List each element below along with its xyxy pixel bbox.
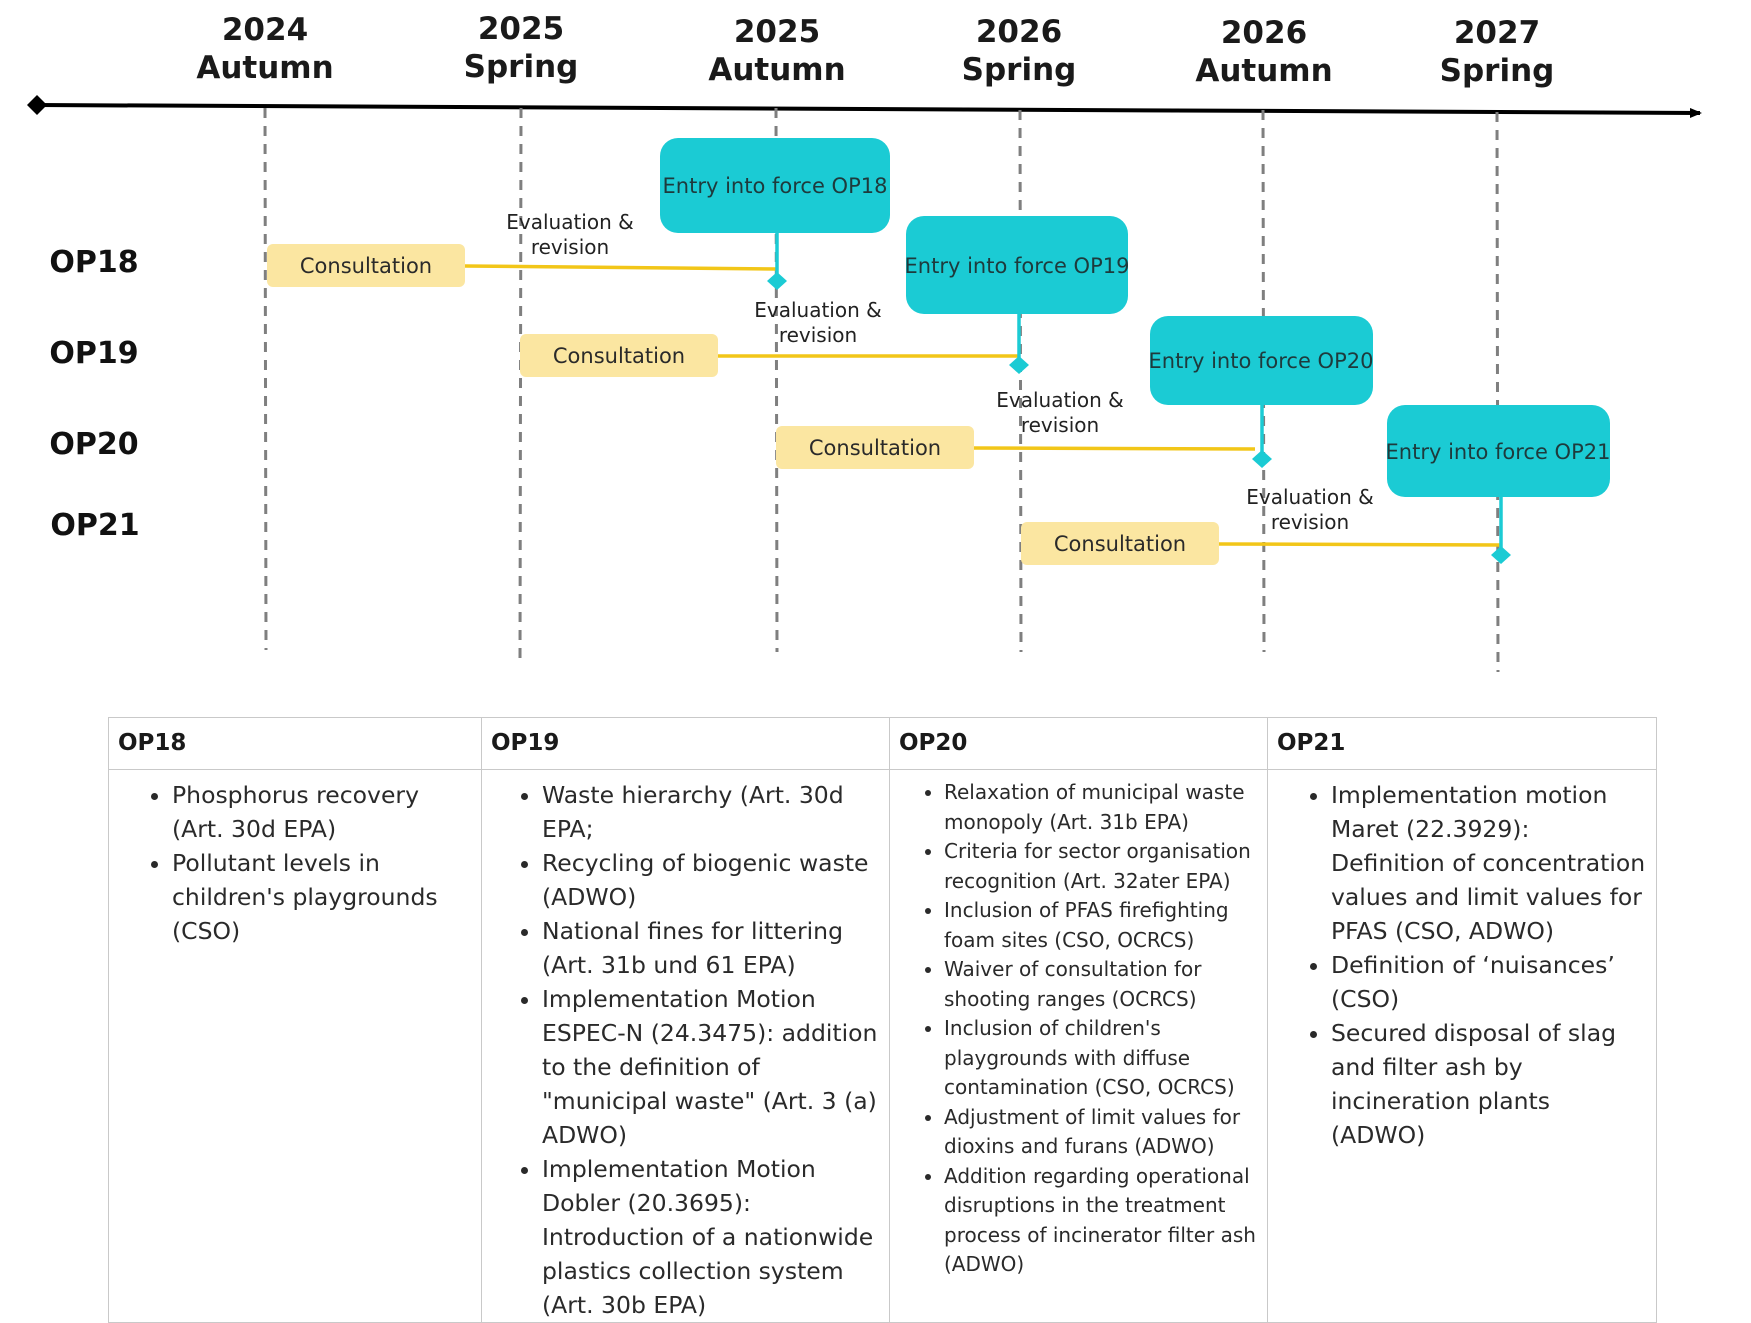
period-line-1	[263, 107, 268, 651]
table-cell-op18: Phosphorus recovery (Art. 30d EPA) Pollu…	[108, 769, 482, 1323]
consultation-label: Consultation	[809, 436, 941, 460]
period-line-6	[1495, 111, 1500, 673]
period-year: 2025	[478, 11, 564, 47]
evaluation-line-1: Evaluation &	[1246, 485, 1373, 509]
list-item: Waste hierarchy (Art. 30d EPA;	[542, 778, 881, 846]
list-item: Waiver of consultation for shooting rang…	[944, 955, 1259, 1014]
period-header-6: 2027 Spring	[1440, 15, 1555, 89]
list-item: Phosphorus recovery (Art. 30d EPA)	[172, 778, 473, 846]
period-season: Spring	[1440, 53, 1555, 89]
item-list: Waste hierarchy (Art. 30d EPA; Recycling…	[482, 778, 881, 1322]
row-label-op18: OP18	[49, 245, 138, 280]
row-label-op19: OP19	[49, 336, 138, 371]
milestone-diamond-op18	[767, 272, 787, 290]
connector-op21	[1218, 542, 1501, 547]
table-header-op20: OP20	[889, 717, 1268, 770]
period-year: 2026	[976, 14, 1062, 50]
period-header-3: 2025 Autumn	[708, 14, 845, 88]
entry-label: Entry into force OP18	[663, 174, 888, 198]
table-row: Phosphorus recovery (Art. 30d EPA) Pollu…	[108, 769, 1657, 1323]
period-year: 2025	[734, 14, 820, 50]
table-header-op21: OP21	[1267, 717, 1657, 770]
list-item: Recycling of biogenic waste (ADWO)	[542, 846, 881, 914]
period-season: Autumn	[1195, 53, 1332, 89]
consultation-label: Consultation	[553, 344, 685, 368]
table-header-row: OP18 OP19 OP20 OP21	[108, 717, 1657, 770]
entry-label: Entry into force OP19	[905, 254, 1130, 278]
evaluation-line-2: revision	[531, 235, 609, 259]
entry-box-op20: Entry into force OP20	[1149, 316, 1374, 405]
evaluation-line-1: Evaluation &	[996, 388, 1123, 412]
evaluation-label-op19: Evaluation & revision	[754, 298, 881, 347]
period-line-2	[518, 107, 523, 663]
period-season: Autumn	[708, 52, 845, 88]
table-header-op19: OP19	[481, 717, 890, 770]
milestone-diamond-op21	[1491, 546, 1511, 564]
list-item: Implementation motion Maret (22.3929): D…	[1331, 778, 1648, 948]
list-item: Pollutant levels in children's playgroun…	[172, 846, 473, 948]
connector-op18	[464, 264, 777, 271]
period-header-4: 2026 Spring	[962, 14, 1077, 88]
entry-box-op21: Entry into force OP21	[1386, 405, 1611, 497]
item-list: Phosphorus recovery (Art. 30d EPA) Pollu…	[109, 778, 473, 948]
row-label-op21: OP21	[50, 508, 139, 543]
evaluation-line-2: revision	[1021, 413, 1099, 437]
table-cell-op19: Waste hierarchy (Art. 30d EPA; Recycling…	[481, 769, 890, 1323]
list-item: Adjustment of limit values for dioxins a…	[944, 1103, 1259, 1162]
evaluation-line-2: revision	[1271, 510, 1349, 534]
evaluation-label-op21: Evaluation & revision	[1246, 485, 1373, 534]
table-cell-op20: Relaxation of municipal waste monopoly (…	[889, 769, 1268, 1323]
period-season: Spring	[464, 49, 579, 85]
consultation-label: Consultation	[300, 254, 432, 278]
list-item: Criteria for sector organisation recogni…	[944, 837, 1259, 896]
consultation-box-op19: Consultation	[520, 334, 718, 377]
list-item: Inclusion of children's playgrounds with…	[944, 1014, 1259, 1103]
entry-label: Entry into force OP21	[1386, 440, 1611, 464]
milestone-diamond-op19	[1009, 356, 1029, 374]
evaluation-line-1: Evaluation &	[754, 298, 881, 322]
list-item: National fines for littering (Art. 31b u…	[542, 914, 881, 982]
op-content-table: OP18 OP19 OP20 OP21 Phosphorus recovery …	[108, 717, 1657, 1323]
consultation-box-op20: Consultation	[776, 426, 974, 469]
evaluation-line-2: revision	[779, 323, 857, 347]
item-list: Relaxation of municipal waste monopoly (…	[890, 778, 1259, 1280]
list-item: Implementation Motion Dobler (20.3695): …	[542, 1152, 881, 1322]
list-item: Relaxation of municipal waste monopoly (…	[944, 778, 1259, 837]
list-item: Implementation Motion ESPEC-N (24.3475):…	[542, 982, 881, 1152]
connector-op20	[972, 446, 1256, 451]
table-cell-op21: Implementation motion Maret (22.3929): D…	[1267, 769, 1657, 1323]
evaluation-line-1: Evaluation &	[506, 210, 633, 234]
milestone-diamond-op20	[1252, 450, 1272, 468]
period-header-5: 2026 Autumn	[1195, 15, 1332, 89]
consultation-box-op18: Consultation	[267, 244, 465, 287]
consultation-label: Consultation	[1054, 532, 1186, 556]
row-label-op20: OP20	[49, 427, 138, 462]
list-item: Definition of ‘nuisances’ (CSO)	[1331, 948, 1648, 1016]
period-year: 2026	[1221, 15, 1307, 51]
entry-box-op18: Entry into force OP18	[660, 138, 890, 233]
period-header-1: 2024 Autumn	[196, 12, 333, 86]
entry-label: Entry into force OP20	[1149, 349, 1374, 373]
table-header-op18: OP18	[108, 717, 482, 770]
list-item: Inclusion of PFAS firefighting foam site…	[944, 896, 1259, 955]
axis-start-diamond	[27, 95, 47, 115]
item-list: Implementation motion Maret (22.3929): D…	[1268, 778, 1648, 1152]
period-year: 2027	[1454, 15, 1540, 51]
period-season: Autumn	[196, 50, 333, 86]
evaluation-label-op20: Evaluation & revision	[996, 388, 1123, 437]
period-header-2: 2025 Spring	[464, 11, 579, 85]
timeline-axis	[36, 103, 1702, 118]
period-year: 2024	[222, 12, 308, 48]
list-item: Secured disposal of slag and filter ash …	[1331, 1016, 1648, 1152]
list-item: Addition regarding operational disruptio…	[944, 1162, 1259, 1280]
period-line-4	[1018, 109, 1023, 653]
evaluation-label-op18: Evaluation & revision	[506, 210, 633, 259]
timeline-diagram: 2024 Autumn 2025 Spring 2025 Autumn 2026…	[27, 11, 1702, 673]
entry-box-op19: Entry into force OP19	[905, 216, 1130, 314]
period-season: Spring	[962, 52, 1077, 88]
consultation-box-op21: Consultation	[1021, 522, 1219, 565]
